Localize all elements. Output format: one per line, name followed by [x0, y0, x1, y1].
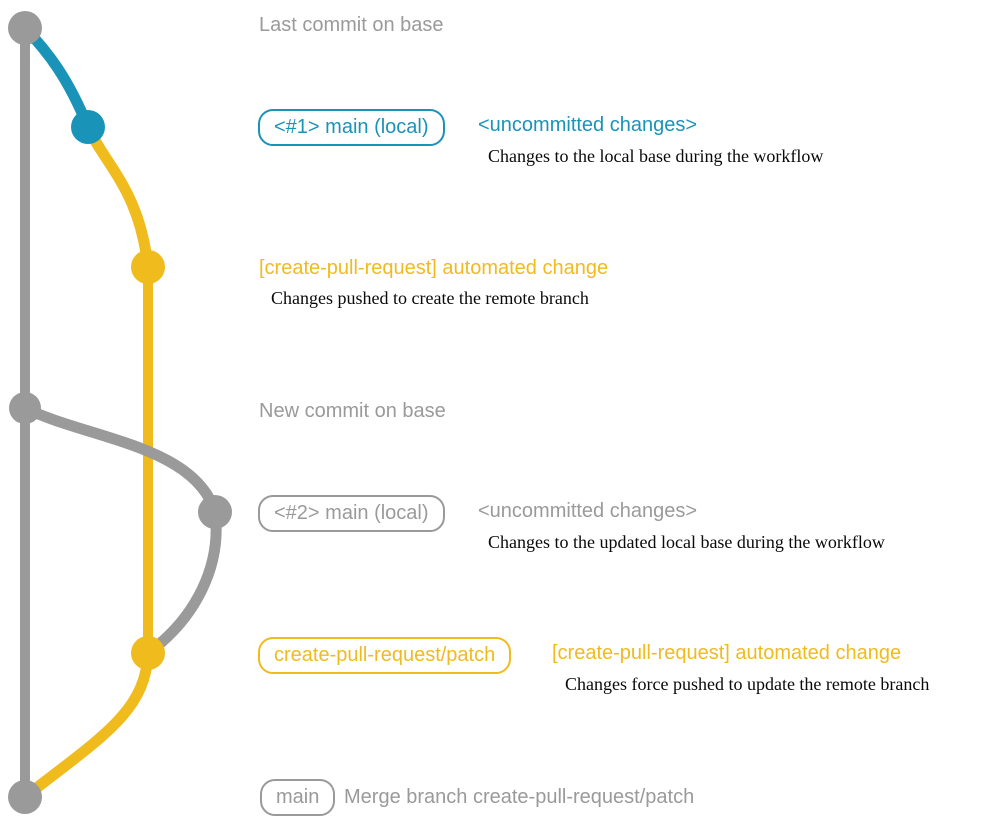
commit-dot-local-main-2 [198, 495, 232, 529]
commit-dot-merge [8, 780, 42, 814]
commit-dot-last-commit-on-base [8, 11, 42, 45]
patch-branch-curve-top [82, 121, 154, 274]
automated-change-1-label: [create-pull-request] automated change [259, 257, 609, 279]
automated-change-1-description: Changes pushed to create the remote bran… [271, 288, 589, 308]
rebase-curve-bottom [142, 506, 222, 659]
uncommitted-changes-1-label: <uncommitted changes> [478, 114, 698, 136]
uncommitted-changes-1-description: Changes to the local base during the wor… [488, 146, 824, 166]
git-graph [8, 11, 232, 814]
new-commit-on-base-title: New commit on base [259, 400, 446, 422]
main-local-2-badge: <#2> main (local) [258, 495, 445, 532]
merge-branch-label: Merge branch create-pull-request/patch [344, 786, 695, 808]
main-local-1-badge: <#1> main (local) [258, 109, 445, 146]
last-commit-on-base-title: Last commit on base [259, 14, 444, 36]
rebase-curve-top [19, 402, 221, 518]
patch-merge-curve [19, 647, 154, 803]
uncommitted-changes-2-description: Changes to the updated local base during… [488, 532, 885, 552]
automated-change-2-label: [create-pull-request] automated change [552, 642, 902, 664]
main-badge: main [260, 779, 336, 816]
uncommitted-changes-2-label: <uncommitted changes> [478, 500, 698, 522]
patch-branch-badge: create-pull-request/patch [258, 637, 512, 674]
commit-dot-automated-change-1 [131, 250, 165, 284]
automated-change-2-description: Changes force pushed to update the remot… [565, 674, 930, 694]
local-main-curve [19, 22, 94, 133]
commit-dot-local-main-1 [71, 110, 105, 144]
commit-dot-new-commit-on-base [9, 392, 41, 424]
commit-dot-automated-change-2 [131, 636, 165, 670]
